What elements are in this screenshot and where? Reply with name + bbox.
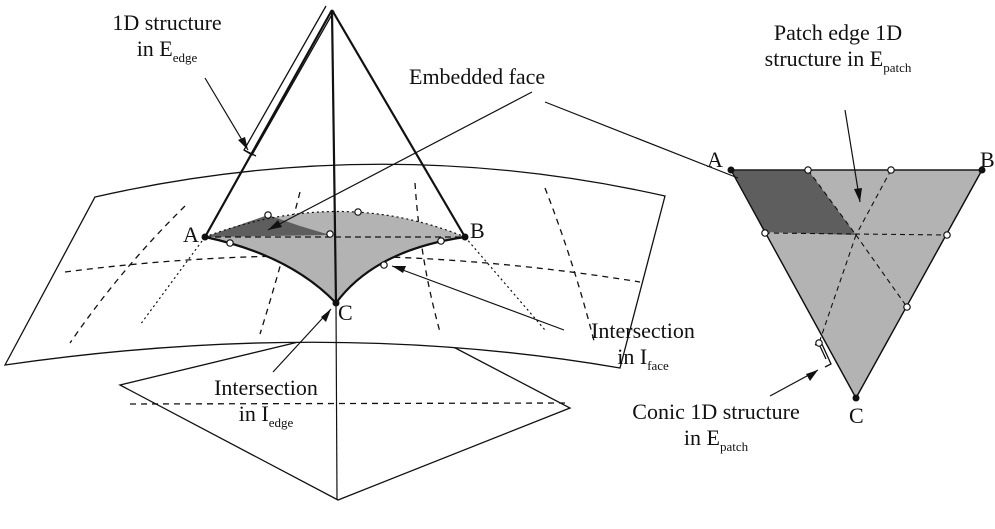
patch-edge-label: Patch edge 1D structure in Epatch bbox=[728, 20, 948, 75]
arrow-head bbox=[268, 220, 282, 230]
patch-dark-region bbox=[731, 170, 856, 235]
point-c-label-left: C bbox=[338, 300, 353, 325]
intersection-marker bbox=[326, 230, 334, 238]
point-c-dot-left bbox=[332, 299, 340, 307]
intersection-marker bbox=[804, 166, 812, 174]
edge-apex-c bbox=[330, 9, 338, 304]
point-b-dot-left bbox=[461, 233, 469, 241]
embedded-face-dotted-top bbox=[204, 210, 466, 238]
patch-outline bbox=[729, 169, 984, 400]
intersection-marker bbox=[943, 231, 951, 239]
patch-triangle bbox=[729, 169, 984, 400]
intersection-edge-line1: Intersection bbox=[214, 375, 318, 400]
intersection-face-line1: Intersection bbox=[591, 318, 695, 343]
leader-intersection-face bbox=[391, 265, 565, 331]
conic-line1: Conic 1D structure bbox=[632, 399, 800, 424]
face-edge-bc bbox=[335, 235, 466, 304]
lower-pyramid-dashed-edge bbox=[129, 402, 567, 405]
point-a-label-right: A bbox=[707, 147, 723, 172]
intersection-marker bbox=[264, 211, 272, 219]
intersection-marker bbox=[354, 208, 362, 216]
conic-line2: in Epatch bbox=[683, 425, 749, 454]
embedded-face-label: Embedded face bbox=[409, 64, 546, 89]
right-markers bbox=[727, 166, 986, 402]
arrow-head bbox=[321, 309, 331, 322]
edge-structure-label: 1D structure in Eedge bbox=[102, 10, 232, 65]
intersection-marker bbox=[815, 339, 823, 347]
upper-pyramid bbox=[204, 9, 466, 304]
point-b-dot-right bbox=[978, 166, 986, 174]
left-markers bbox=[201, 208, 469, 307]
edge-structure-line2: in Eedge bbox=[136, 36, 198, 65]
leader-intersection-edge bbox=[272, 308, 332, 373]
intersection-face-label: Intersection in Iface bbox=[573, 318, 713, 373]
patch-edge-line2: structure in Epatch bbox=[764, 46, 912, 75]
conic-label: Conic 1D structure in Epatch bbox=[606, 399, 826, 454]
patch-edge-line1: Patch edge 1D bbox=[773, 20, 903, 45]
arrow-head bbox=[392, 266, 406, 273]
point-b-label-right: B bbox=[980, 147, 995, 172]
patch-dashed-lines bbox=[764, 169, 948, 344]
leader-patch-edge bbox=[844, 109, 861, 203]
intersection-marker bbox=[380, 261, 388, 269]
arrow-head bbox=[238, 137, 248, 150]
edge-apex-a bbox=[204, 9, 333, 238]
intersection-marker bbox=[887, 166, 895, 174]
embedded-face-dark bbox=[205, 215, 330, 237]
point-c-label-right: C bbox=[849, 403, 864, 428]
intersection-marker bbox=[437, 237, 445, 245]
leader-embedded-face-left bbox=[267, 91, 533, 231]
point-c-dot-right bbox=[852, 394, 860, 402]
edge-apex-b bbox=[331, 9, 466, 238]
point-a-dot-right bbox=[727, 166, 735, 174]
leader-edge-structure bbox=[204, 77, 249, 151]
leader-lines bbox=[204, 77, 861, 397]
through-line bbox=[139, 236, 546, 501]
edge-structure-line1: 1D structure bbox=[112, 10, 222, 35]
arrow-heads bbox=[238, 137, 862, 381]
point-b-label-left: B bbox=[470, 218, 485, 243]
arrow-head bbox=[854, 188, 862, 202]
intersection-marker bbox=[903, 303, 911, 311]
intersection-face-line2: in Iface bbox=[617, 344, 669, 373]
intersection-edge-label: Intersection in Iedge bbox=[196, 375, 336, 430]
edge-structure-bracket bbox=[243, 5, 335, 157]
intersection-marker bbox=[226, 239, 234, 247]
intersection-edge-line2: in Iedge bbox=[238, 401, 294, 430]
leader-embedded-face-right bbox=[544, 101, 739, 179]
point-a-label-left: A bbox=[183, 222, 199, 247]
point-a-dot-left bbox=[201, 233, 209, 241]
intersection-marker bbox=[761, 229, 769, 237]
face-edge-ac bbox=[204, 235, 337, 304]
arrow-head bbox=[806, 370, 818, 381]
